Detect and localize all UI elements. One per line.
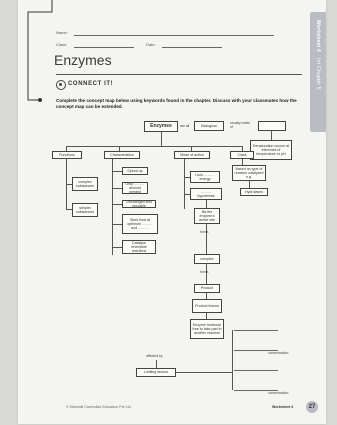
answer-line[interactable] (234, 390, 278, 391)
hypothesis-node: ……… hypothesis (190, 188, 222, 200)
functions-node: Functions (52, 151, 82, 159)
denaturation-node: Denaturation occurs at extremes of tempe… (250, 140, 292, 160)
connect-heading: CONNECT IT! (68, 81, 114, 87)
connector (176, 372, 232, 373)
connector (66, 146, 242, 147)
enzymes-node: Enzymes (144, 121, 178, 132)
unchanged-node: Unchanged and reusable (122, 200, 156, 208)
connector (206, 200, 207, 208)
made-of-blank[interactable] (258, 121, 286, 131)
characteristics-node: Characteristics (104, 151, 140, 159)
date-label: Date: (146, 42, 156, 47)
connector (184, 194, 190, 195)
side-tab-subtitle: for Chapter 5 (315, 57, 321, 90)
product-node: Product (194, 284, 220, 293)
connector (206, 224, 207, 254)
connector (242, 159, 243, 165)
connector (271, 131, 272, 140)
concentration-label: concentration (268, 391, 289, 395)
name-line[interactable] (74, 35, 274, 36)
instructions-text: Complete the concept map below using key… (56, 98, 297, 109)
connector (112, 224, 122, 225)
limiting-factors-node: Limiting factors (136, 368, 176, 377)
connector (184, 177, 190, 178)
name-label: Name: (56, 30, 68, 35)
connector (112, 204, 122, 205)
product-leaves-node: Product leaves (192, 299, 222, 313)
annotation-leader (27, 0, 53, 102)
connector (66, 184, 72, 185)
connector (156, 360, 157, 368)
chapter-side-tab: Worksheet 4 for Chapter 5 (310, 12, 326, 132)
are-all-link: are all (180, 124, 190, 128)
usually-made-of-link: usually made of (230, 121, 250, 129)
answer-line[interactable] (234, 350, 278, 351)
complex-substances-node: complex substances (72, 177, 98, 191)
forms-link: forms (200, 230, 209, 234)
worksheet-page: Worksheet 4 for Chapter 5 Name: Class: D… (18, 0, 326, 424)
biological-node: Biological (194, 121, 224, 131)
reaction-type-node: Based on type of reaction catalysed e.g. (232, 165, 266, 181)
active-site-node: fits the enzyme's active site (194, 208, 220, 224)
connector (66, 209, 72, 210)
connector (66, 146, 67, 151)
connector (112, 171, 122, 172)
reversible-node: Catalyse reversible reactions (122, 240, 156, 254)
amount-needed-node: Only ……… amount needed (122, 182, 148, 194)
date-line[interactable] (162, 47, 222, 48)
concentration-label: concentration (268, 351, 289, 355)
forms-link: forms (200, 270, 209, 274)
es-complex-node: complex (194, 254, 220, 264)
connector (206, 293, 207, 299)
class-label: Class: (56, 42, 68, 47)
enzyme-reused-node: Enzyme molecule free to take part in ano… (190, 319, 224, 339)
hydrolases-node: Hydrolases (240, 188, 268, 196)
connector (184, 159, 185, 209)
connector (206, 264, 207, 284)
footer-copyright: © Marshall Cavendish Education Pte Ltd (66, 405, 131, 409)
footer-worksheet: Worksheet 4 (272, 405, 294, 409)
lock-energy-node: Lock ……… energy (190, 171, 220, 183)
connector (112, 188, 122, 189)
connector (232, 330, 233, 390)
connector (112, 159, 113, 255)
mode-of-action-node: Mode of action (174, 151, 210, 159)
side-tab-title: Worksheet 4 (315, 20, 321, 52)
answer-line[interactable] (234, 370, 278, 371)
simpler-substances-node: simpler substances (72, 203, 98, 217)
affected-by-link: affected by (146, 354, 163, 358)
optimum-node: Work best at optimum ……… and ……… (122, 214, 158, 234)
connector (242, 146, 243, 151)
page-number: 27 (306, 401, 318, 413)
page-title: Enzymes (54, 52, 112, 68)
connector (161, 132, 162, 146)
connector (206, 313, 207, 319)
connector (112, 247, 122, 248)
side-tab-text: Worksheet 4 for Chapter 5 (312, 20, 324, 124)
connector (249, 181, 250, 188)
title-divider (56, 74, 302, 75)
connector (191, 146, 192, 151)
class-node: Class (230, 151, 254, 159)
speed-up-node: Speed up (122, 167, 148, 175)
connector (119, 146, 120, 151)
connect-icon (56, 80, 66, 90)
class-line[interactable] (74, 47, 134, 48)
answer-line[interactable] (234, 330, 278, 331)
